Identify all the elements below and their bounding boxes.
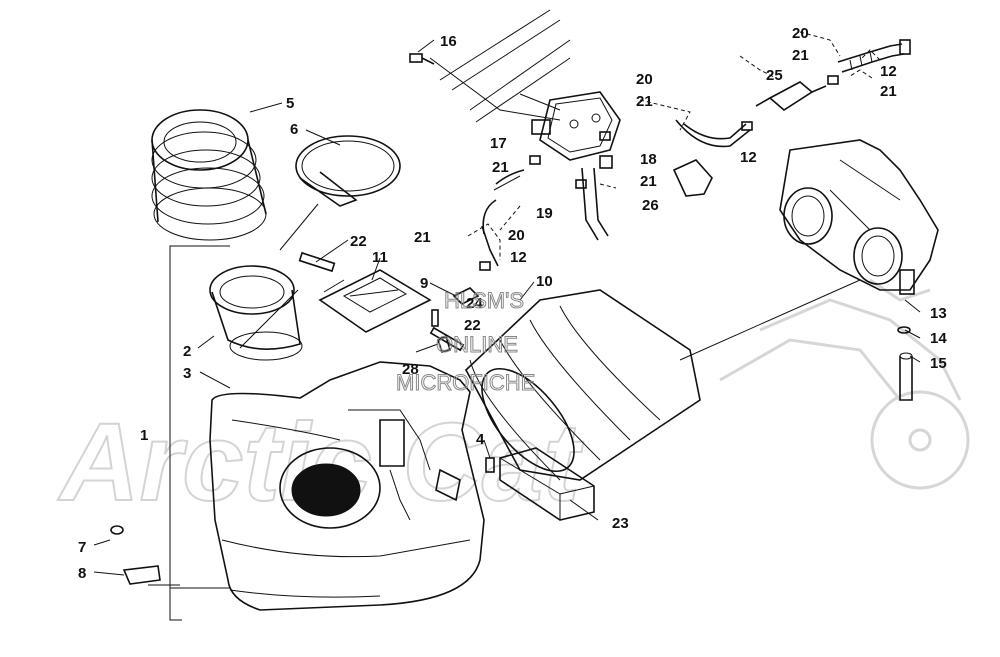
- callout-16: 16: [440, 33, 457, 50]
- callout-21-d: 21: [492, 159, 509, 176]
- watermark-line-1: HLSM'S: [444, 288, 524, 313]
- watermark-line-2: ONLINE: [436, 332, 518, 357]
- callout-8: 8: [78, 565, 86, 582]
- callout-12-left: 12: [510, 249, 527, 266]
- callout-22-a: 22: [350, 233, 367, 250]
- hose-19: [581, 167, 609, 241]
- callout-20-left: 20: [508, 227, 525, 244]
- hose-12-upper: [837, 39, 911, 73]
- callout-12-mid: 12: [740, 149, 757, 166]
- callout-2: 2: [183, 343, 191, 360]
- bracket-26: [672, 159, 713, 197]
- clip-9: [452, 287, 480, 305]
- clip-28: [437, 334, 451, 353]
- callout-15: 15: [930, 355, 947, 372]
- foam-strip-22b: [429, 326, 465, 352]
- fuel-filter-25: [755, 81, 827, 111]
- callout-3: 3: [183, 365, 191, 382]
- bolt-16: [409, 53, 435, 65]
- watermark-line-3: MICROFICHE: [396, 370, 535, 395]
- hose-left: [481, 169, 525, 267]
- foam-block-23: [499, 447, 595, 521]
- callout-17: 17: [490, 135, 507, 152]
- fuel-tank: [209, 361, 485, 611]
- frame-rail: [439, 9, 571, 123]
- callout-10: 10: [536, 273, 553, 290]
- callout-21-e: 21: [640, 173, 657, 190]
- callout-21-f: 21: [414, 229, 431, 246]
- callout-1: 1: [140, 427, 148, 444]
- fitting-18: [599, 155, 613, 169]
- callout-7: 7: [78, 539, 86, 556]
- hose-12-mid: [675, 119, 751, 148]
- callout-28: 28: [402, 361, 419, 378]
- clamp-6: [295, 135, 401, 207]
- callout-19: 19: [536, 205, 553, 222]
- callout-21-b: 21: [880, 83, 897, 100]
- screw-24: [431, 309, 439, 327]
- callout-23: 23: [612, 515, 629, 532]
- callout-22-b: 22: [464, 317, 481, 334]
- hlsm-watermark: HLSM'S ONLINE MICROFICHE: [396, 288, 536, 396]
- callout-6: 6: [290, 121, 298, 138]
- clip-14: [897, 326, 911, 334]
- adapter-2: [209, 265, 303, 361]
- carburetor-assembly: [779, 139, 939, 295]
- washer-7: [110, 525, 124, 535]
- callout-18: 18: [640, 151, 657, 168]
- callout-11: 11: [372, 249, 388, 266]
- callout-14: 14: [930, 330, 947, 347]
- fuel-cap-opening: [291, 463, 361, 517]
- callout-4: 4: [476, 431, 485, 448]
- callout-20-top: 20: [792, 25, 809, 42]
- callout-9: 9: [420, 275, 428, 292]
- strap-8: [122, 565, 161, 585]
- foam-strip-22a: [298, 251, 336, 273]
- intake-boot: [151, 109, 267, 241]
- callout-25: 25: [766, 67, 783, 84]
- fuel-pump-17: [531, 91, 621, 161]
- callout-5: 5: [286, 95, 294, 112]
- bracket-4: [379, 419, 495, 521]
- vent-tube-15: [899, 352, 913, 401]
- callout-labels: 1 2 3 4 5 6 7 8 9 10 11 12 12 12 13 14 1…: [78, 25, 947, 582]
- motorcycle-watermark-icon: [719, 278, 970, 490]
- callout-26: 26: [642, 197, 659, 214]
- callout-24: 24: [466, 295, 483, 312]
- callout-13: 13: [930, 305, 947, 322]
- callout-21-c: 21: [636, 93, 653, 110]
- callout-12-top: 12: [880, 63, 897, 80]
- callout-20-mid: 20: [636, 71, 653, 88]
- callout-21-a: 21: [792, 47, 809, 64]
- parts: [110, 9, 939, 611]
- clamps-21: [479, 75, 839, 271]
- airbox-10: [465, 289, 701, 481]
- plate-11: [318, 269, 432, 333]
